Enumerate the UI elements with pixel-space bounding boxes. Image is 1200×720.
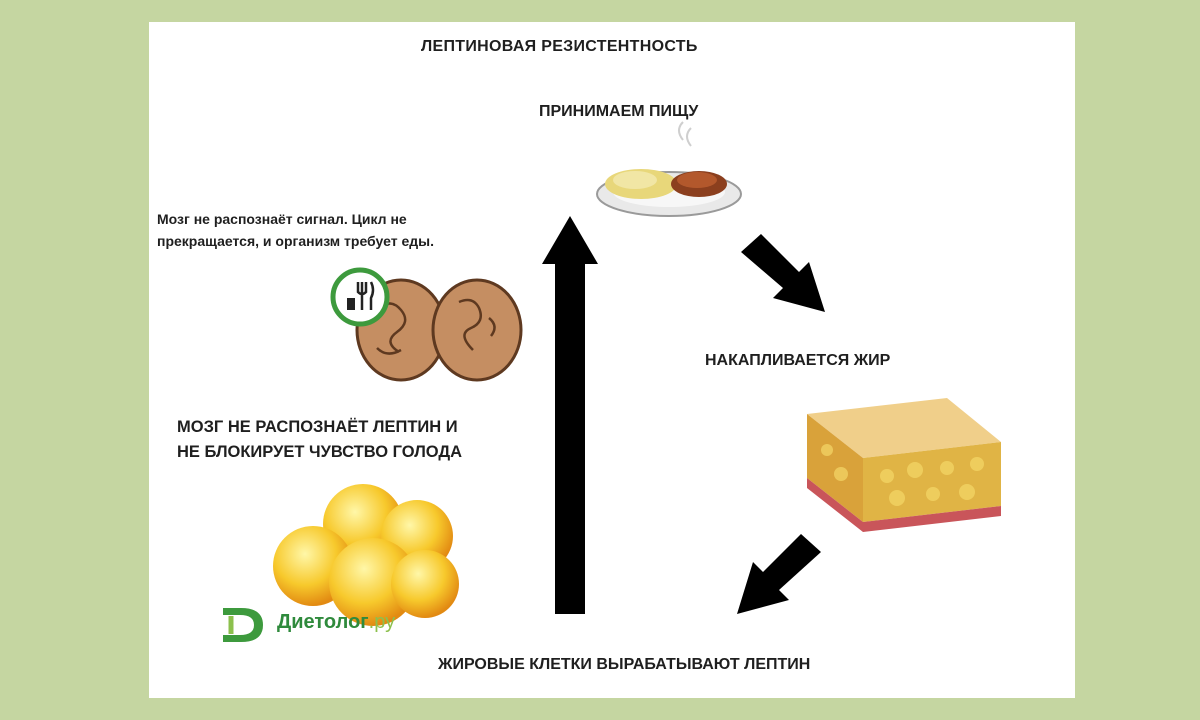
logo-domain: .ру xyxy=(368,610,396,633)
arrow-fat-to-cells xyxy=(737,534,821,614)
logo-d-icon xyxy=(223,608,263,642)
dietolog-logo: Диетолог.ру xyxy=(219,602,395,642)
logo-name: Диетолог xyxy=(277,610,369,633)
label-signal-not-recognized: Мозг не распознаёт сигнал. Цикл не прекр… xyxy=(157,208,527,252)
signal-line-2: прекращается, и организм требует еды. xyxy=(157,233,434,249)
diagram-card: ЛЕПТИНОВАЯ РЕЗИСТЕНТНОСТЬ ПРИНИМАЕМ ПИЩУ… xyxy=(149,22,1075,698)
arrow-up-hunger xyxy=(542,216,598,614)
logo-text: Диетолог.ру xyxy=(277,611,395,634)
food-plate-icon xyxy=(596,121,742,217)
label-brain-ignores-leptin: МОЗГ НЕ РАСПОЗНАЁТ ЛЕПТИН И НЕ БЛОКИРУЕТ… xyxy=(177,415,537,465)
leptin-cells-icon xyxy=(273,484,459,626)
cycle-arrows xyxy=(542,216,825,614)
brain-ignores-line-1: МОЗГ НЕ РАСПОЗНАЁТ ЛЕПТИН И xyxy=(177,418,458,436)
brain-ignores-line-2: НЕ БЛОКИРУЕТ ЧУВСТВО ГОЛОДА xyxy=(177,443,463,461)
arrow-food-to-fat xyxy=(741,234,825,312)
fat-tissue-icon xyxy=(807,398,1001,532)
label-fat-cells-leptin: ЖИРОВЫЕ КЛЕТКИ ВЫРАБАТЫВАЮТ ЛЕПТИН xyxy=(438,656,811,673)
label-fat-accumulates: НАКАПЛИВАЕТСЯ ЖИР xyxy=(705,352,891,369)
signal-line-1: Мозг не распознаёт сигнал. Цикл не xyxy=(157,211,407,227)
label-eat-food: ПРИНИМАЕМ ПИЩУ xyxy=(539,103,699,120)
diagram-title: ЛЕПТИНОВАЯ РЕЗИСТЕНТНОСТЬ xyxy=(421,38,698,55)
fork-knife-cup-icon xyxy=(330,267,390,327)
